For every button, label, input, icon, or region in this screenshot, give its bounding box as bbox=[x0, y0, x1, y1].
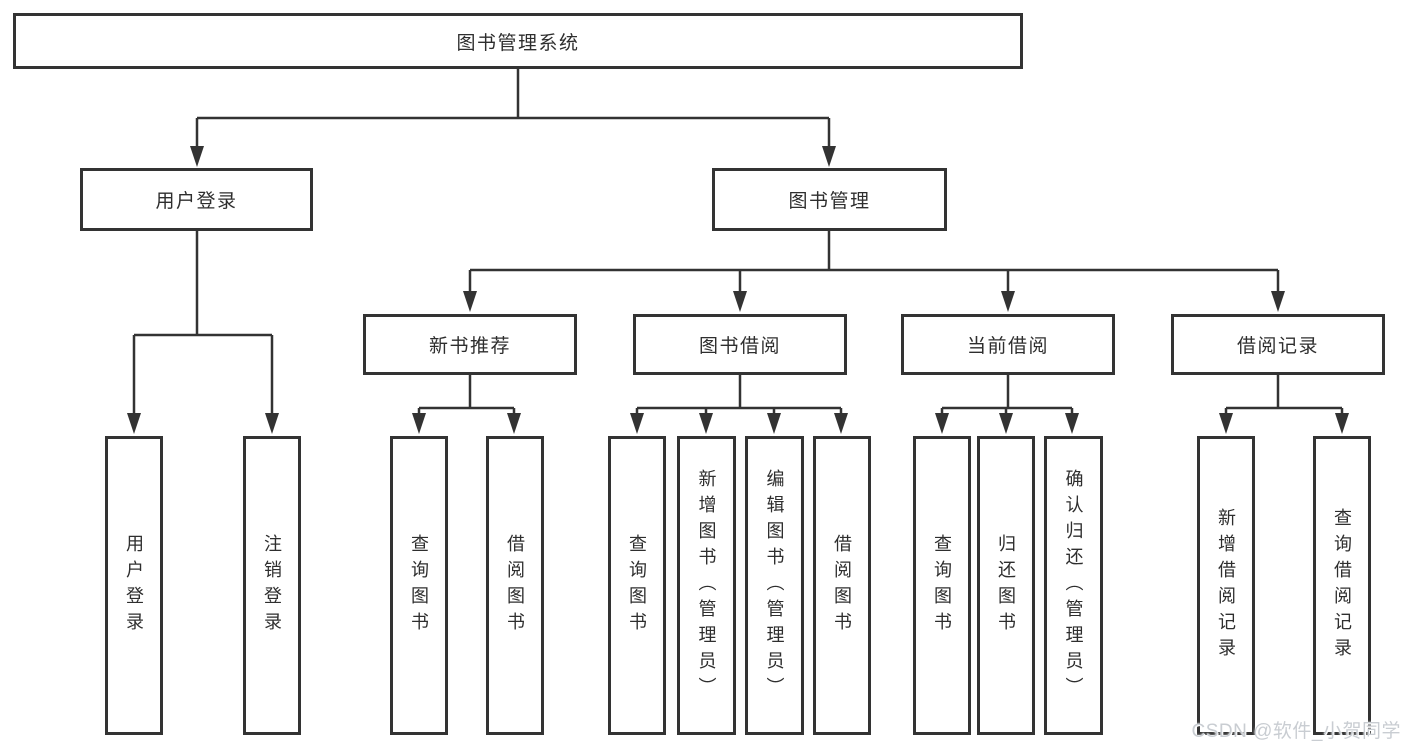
leaf-borrow-books-borrowing: 借阅图书 bbox=[813, 436, 871, 735]
leaf-label: 查询图书 bbox=[409, 533, 429, 638]
arrow-down-icon bbox=[1335, 413, 1349, 434]
leaf-label: 借阅图书 bbox=[832, 533, 852, 638]
arrow-down-icon bbox=[935, 413, 949, 434]
leaf-search-books-current: 查询图书 bbox=[913, 436, 971, 735]
arrow-down-icon bbox=[999, 413, 1013, 434]
arrow-down-icon bbox=[834, 413, 848, 434]
node-label: 借阅记录 bbox=[1236, 336, 1319, 357]
node-label: 图书借阅 bbox=[698, 336, 781, 357]
node-borrowing-records: 借阅记录 bbox=[1171, 314, 1385, 375]
leaf-add-book-admin: 新增图书（管理员） bbox=[677, 436, 736, 735]
node-root-system: 图书管理系统 bbox=[13, 13, 1023, 69]
node-user-login: 用户登录 bbox=[80, 168, 313, 231]
leaf-logout: 注销登录 bbox=[243, 436, 301, 735]
arrow-down-icon bbox=[767, 413, 781, 434]
leaf-edit-book-admin: 编辑图书（管理员） bbox=[745, 436, 804, 735]
node-label: 当前借阅 bbox=[966, 336, 1049, 357]
leaf-search-borrow-record: 查询借阅记录 bbox=[1313, 436, 1371, 735]
leaf-user-login: 用户登录 bbox=[105, 436, 163, 735]
leaf-label: 新增借阅记录 bbox=[1216, 507, 1236, 664]
node-label: 用户登录 bbox=[155, 191, 238, 212]
node-label: 图书管理 bbox=[788, 191, 871, 212]
arrow-down-icon bbox=[412, 413, 426, 434]
leaf-label: 用户登录 bbox=[124, 533, 144, 638]
leaf-label: 查询图书 bbox=[627, 533, 647, 638]
arrow-down-icon bbox=[507, 413, 521, 434]
arrow-down-icon bbox=[190, 146, 204, 167]
arrow-down-icon bbox=[822, 146, 836, 167]
leaf-search-books-borrowing: 查询图书 bbox=[608, 436, 666, 735]
leaf-label: 查询图书 bbox=[932, 533, 952, 638]
leaf-borrow-books-recommend: 借阅图书 bbox=[486, 436, 544, 735]
leaf-label: 新增图书（管理员） bbox=[696, 468, 717, 703]
leaf-label: 编辑图书（管理员） bbox=[764, 468, 785, 703]
arrow-down-icon bbox=[733, 291, 747, 312]
node-label: 图书管理系统 bbox=[456, 32, 580, 54]
leaf-search-books-recommend: 查询图书 bbox=[390, 436, 448, 735]
node-new-book-recommendation: 新书推荐 bbox=[363, 314, 577, 375]
arrow-down-icon bbox=[127, 413, 141, 434]
node-current-borrowing: 当前借阅 bbox=[901, 314, 1115, 375]
arrow-down-icon bbox=[1001, 291, 1015, 312]
leaf-label: 归还图书 bbox=[996, 533, 1016, 638]
leaf-label: 借阅图书 bbox=[505, 533, 525, 638]
arrow-down-icon bbox=[699, 413, 713, 434]
arrow-down-icon bbox=[1065, 413, 1079, 434]
csdn-watermark: CSDN @软件_小贺同学 bbox=[1191, 721, 1401, 742]
leaf-add-borrow-record: 新增借阅记录 bbox=[1197, 436, 1255, 735]
arrow-down-icon bbox=[1271, 291, 1285, 312]
leaf-confirm-return-admin: 确认归还（管理员） bbox=[1044, 436, 1103, 735]
leaf-label: 确认归还（管理员） bbox=[1063, 468, 1084, 703]
node-book-borrowing: 图书借阅 bbox=[633, 314, 847, 375]
arrow-down-icon bbox=[1219, 413, 1233, 434]
arrow-down-icon bbox=[265, 413, 279, 434]
arrow-down-icon bbox=[630, 413, 644, 434]
leaf-return-books: 归还图书 bbox=[977, 436, 1035, 735]
arrow-down-icon bbox=[463, 291, 477, 312]
node-book-management: 图书管理 bbox=[712, 168, 947, 231]
node-label: 新书推荐 bbox=[428, 336, 511, 357]
leaf-label: 注销登录 bbox=[262, 533, 282, 638]
leaf-label: 查询借阅记录 bbox=[1332, 507, 1352, 664]
